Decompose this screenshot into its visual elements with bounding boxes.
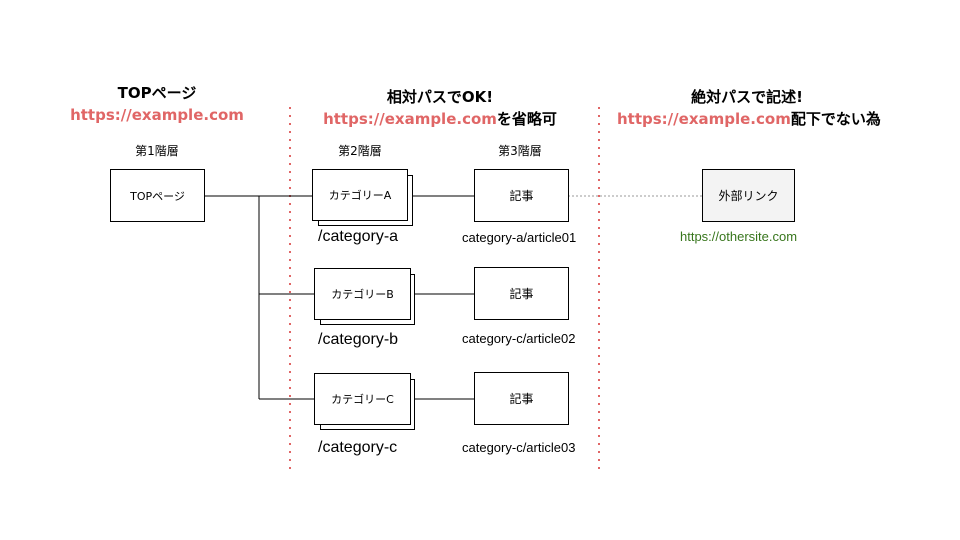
absolute-column-header: 絶対パスで記述! https://example.com配下でない為 — [617, 86, 881, 130]
top-column-header: TOPページ https://example.com — [57, 82, 257, 126]
category-b-path: /category-b — [318, 331, 399, 348]
external-link-node: 外部リンク — [702, 169, 795, 222]
level-1-label: 第1階層 — [135, 144, 179, 158]
article-2-path: category-c/article02 — [462, 331, 576, 346]
relative-column-url: https://example.com — [323, 110, 497, 128]
category-c-path: /category-c — [318, 439, 398, 456]
category-b-node: カテゴリーB — [314, 268, 411, 320]
category-c-node: カテゴリーC — [314, 373, 411, 425]
absolute-column-url: https://example.com — [617, 110, 791, 128]
absolute-column-title: 絶対パスで記述! — [691, 88, 803, 106]
article-3-path: category-c/article03 — [462, 440, 576, 455]
article-2-node: 記事 — [474, 267, 569, 320]
article-1-node: 記事 — [474, 169, 569, 222]
relative-column-title: 相対パスでOK! — [386, 88, 494, 106]
external-link-url: https://othersite.com — [680, 229, 798, 244]
category-a-path: /category-a — [318, 228, 399, 245]
top-column-url: https://example.com — [70, 106, 244, 124]
top-page-node: TOPページ — [110, 169, 205, 222]
top-column-title: TOPページ — [117, 84, 197, 102]
article-3-node: 記事 — [474, 372, 569, 425]
relative-column-url-suffix: を省略可 — [496, 110, 557, 128]
level-2-label: 第2階層 — [338, 144, 382, 158]
relative-column-header: 相対パスでOK! https://example.comを省略可 — [310, 86, 570, 130]
absolute-column-url-suffix: 配下でない為 — [790, 110, 881, 128]
category-a-node: カテゴリーA — [312, 169, 408, 221]
article-1-path: category-a/article01 — [462, 230, 577, 245]
level-3-label: 第3階層 — [498, 144, 542, 158]
